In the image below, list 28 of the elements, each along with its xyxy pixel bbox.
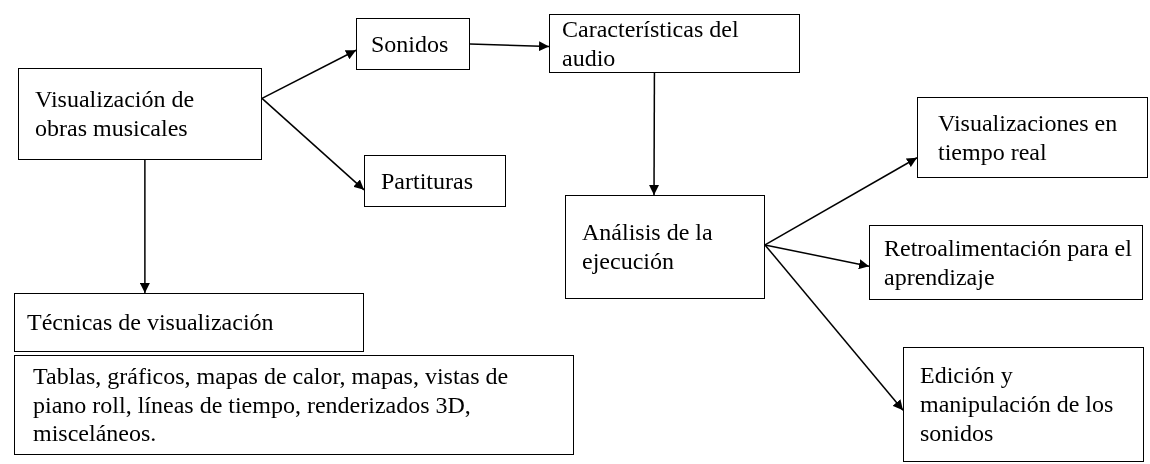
arrow: [764, 244, 904, 411]
arrow: [764, 244, 870, 270]
arrow: [139, 159, 150, 294]
concept-box: [14, 355, 574, 455]
arrow: [649, 72, 660, 196]
node-label: Retroalimentación para el aprendizaje: [884, 233, 1133, 292]
arrow: [261, 97, 365, 191]
node-label: Tablas, gráficos, mapas de calor, mapas, vistas de piano roll, líneas de tiempo, renderizados 3D, misceláneos.: [33, 361, 510, 449]
concept-box: [14, 293, 364, 352]
concept-box: [917, 97, 1148, 178]
node-label: Sonidos: [371, 29, 450, 59]
node-label: Visualizaciones en tiempo real: [938, 108, 1119, 167]
concept-box: [869, 225, 1143, 300]
concept-box: [364, 155, 506, 207]
concept-box: [903, 347, 1144, 462]
concept-box: [356, 18, 470, 70]
concept-box: [565, 195, 765, 299]
arrow: [469, 41, 550, 52]
arrow: [261, 49, 357, 100]
concept-box: [18, 68, 262, 160]
node-label: Visualización de obras musicales: [35, 85, 196, 143]
node-label: Partituras: [381, 166, 474, 196]
node-label: Edición y manipulación de los sonidos: [920, 361, 1115, 448]
node-label: Características del audio: [562, 14, 740, 73]
node-label: Análisis de la ejecución: [582, 218, 714, 276]
arrow: [764, 157, 918, 246]
concept-box: [549, 14, 800, 73]
node-label: Técnicas de visualización: [27, 308, 275, 337]
